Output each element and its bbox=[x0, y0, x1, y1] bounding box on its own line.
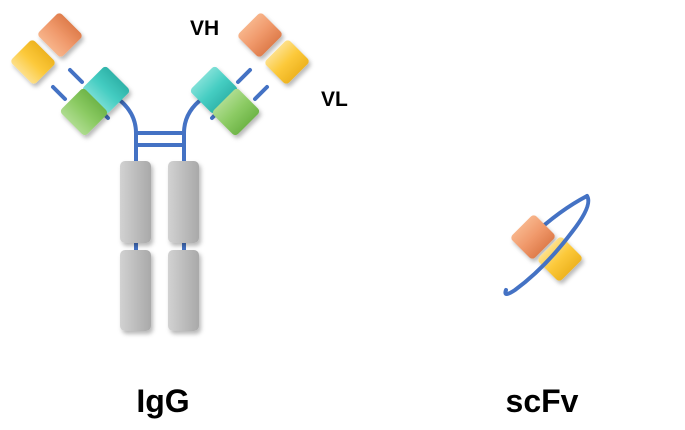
arm-linker-right-a bbox=[236, 68, 252, 84]
scfv-vl-domain bbox=[538, 237, 582, 281]
fc-region bbox=[120, 161, 199, 331]
vl-domain-right bbox=[265, 40, 309, 84]
scfv-linker-front bbox=[503, 194, 591, 296]
arm-linker-right-b bbox=[253, 85, 269, 101]
ch2-domain-left bbox=[120, 161, 151, 243]
ch3-domain-left bbox=[120, 250, 151, 331]
vl-domain-left bbox=[11, 40, 55, 84]
arm-linker-left-b bbox=[51, 85, 67, 101]
ch3-domain-right bbox=[168, 250, 199, 331]
vh-domain-right bbox=[238, 13, 282, 57]
scfv-vh-domain bbox=[511, 215, 555, 259]
ch2-domain-right bbox=[168, 161, 199, 243]
vl-label: VL bbox=[321, 88, 348, 111]
fab-arm-right bbox=[190, 13, 309, 136]
cl-domain-left bbox=[60, 88, 108, 136]
cl-domain-right bbox=[212, 88, 260, 136]
igg-label: IgG bbox=[136, 383, 189, 419]
scfv-label: scFv bbox=[506, 383, 579, 419]
fab-arm-left bbox=[11, 13, 130, 136]
vh-label: VH bbox=[190, 17, 219, 40]
arm-linker-left-a bbox=[68, 68, 84, 84]
vh-domain-left bbox=[38, 13, 82, 57]
scfv-construct bbox=[503, 194, 591, 296]
